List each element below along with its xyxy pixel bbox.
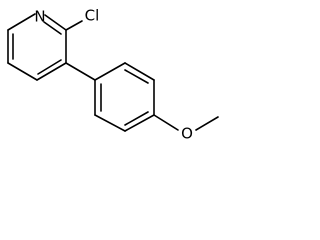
bond-b5-b6 [94, 114, 126, 132]
bond-b2-b3 [124, 62, 155, 81]
bond-biaryl [65, 62, 96, 81]
bond-c4-c3 [7, 62, 38, 81]
bond-b4-b5 [124, 114, 155, 132]
chemical-structure-diagram: N Cl O [7, 7, 219, 143]
pyridine-ring [7, 13, 67, 81]
nitrogen-atom-label: N [34, 8, 45, 26]
bond-c6-c5 [7, 13, 36, 31]
bond-b4-o [153, 114, 179, 131]
bond-c3-c2-inner [37, 59, 62, 75]
benzene-ring [94, 62, 155, 132]
bond-b1-b2 [94, 62, 126, 81]
bond-c3-c2 [36, 62, 67, 81]
chlorine-atom-label: Cl [85, 7, 100, 25]
bond-o-methyl [195, 116, 219, 131]
bond-b2-b3-inner [124, 69, 149, 84]
oxygen-atom-label: O [181, 125, 193, 143]
bond-c1-n-inner [43, 21, 62, 35]
bond-c1-n [44, 14, 67, 31]
bond-b4-b5-inner [124, 111, 149, 126]
bond-c1-cl [65, 20, 83, 31]
